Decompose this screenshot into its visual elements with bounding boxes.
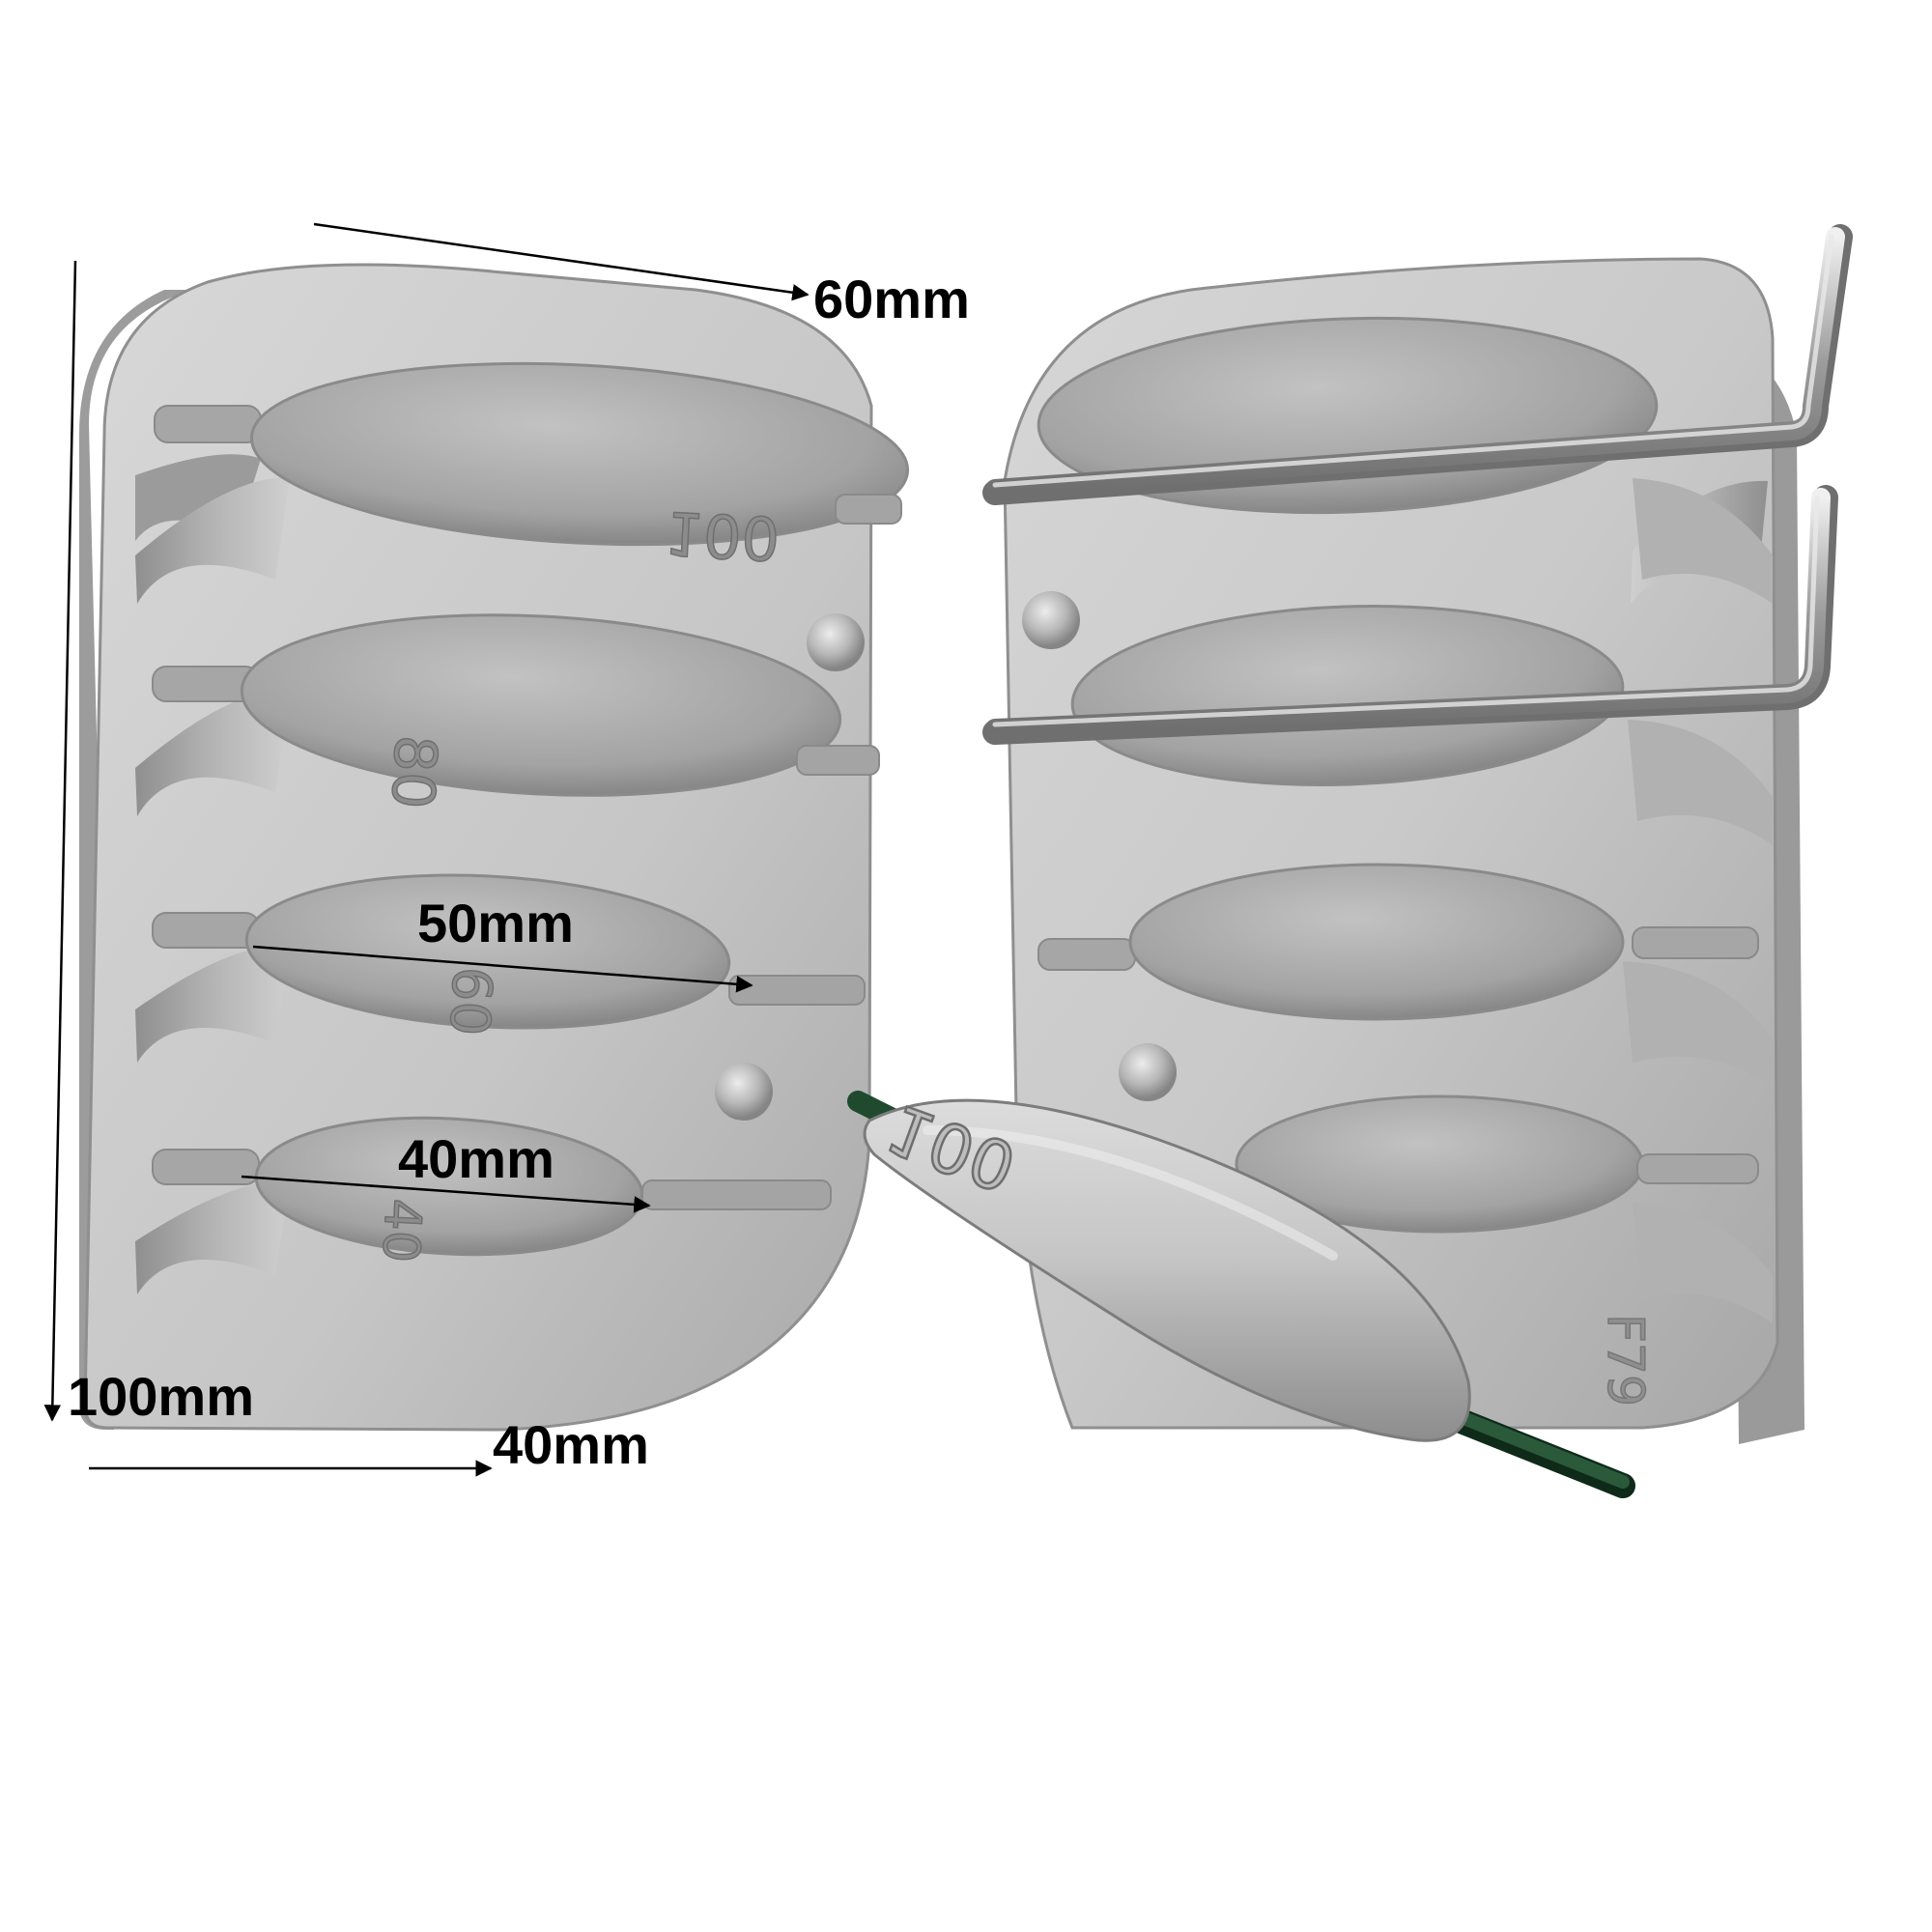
engraving-cavity-2: 80 [378,733,449,810]
left-alignment-dimple-top [807,613,865,671]
mould-code-engraving: F79 [1596,1314,1654,1406]
engraving-cavity-3: 60 [437,965,503,1037]
engraving-cavity-1: 100 [664,497,781,574]
right-cavity-row-3 [1037,863,1773,1087]
wire-rod-bottom [982,485,1838,745]
left-mould-half: 100 80 60 40 [79,263,910,1432]
left-alignment-dimple-bottom [715,1063,773,1121]
engraving-cavity-4: 40 [371,1197,432,1264]
right-alignment-dimple-bottom [1119,1043,1177,1101]
bottom-width-label: 40mm [493,1414,649,1475]
arrow-height [43,260,77,1422]
large-cavity-length-label: 50mm [417,893,574,953]
top-width-label: 60mm [813,269,970,329]
left-cavity-row-1 [135,361,910,604]
right-alignment-dimple-top [1022,591,1080,649]
right-cavity-row-2 [1070,605,1773,845]
right-cavity-row-4 [1235,1094,1773,1323]
dimension-arrows [43,222,810,1477]
height-label: 100mm [68,1366,255,1427]
left-cavity-row-2 [135,613,880,816]
small-cavity-length-label: 40mm [398,1128,554,1189]
arrow-top-width [313,222,810,301]
wire-rod-top [982,224,1853,505]
right-mould-half: F79 [982,224,1853,1444]
cast-sinker: 100 [847,1087,1635,1498]
arrow-small-cavity [241,1175,651,1213]
arrow-large-cavity [252,945,753,993]
left-cavity-row-4 [135,1116,832,1294]
left-cavity-row-3 [135,873,866,1063]
